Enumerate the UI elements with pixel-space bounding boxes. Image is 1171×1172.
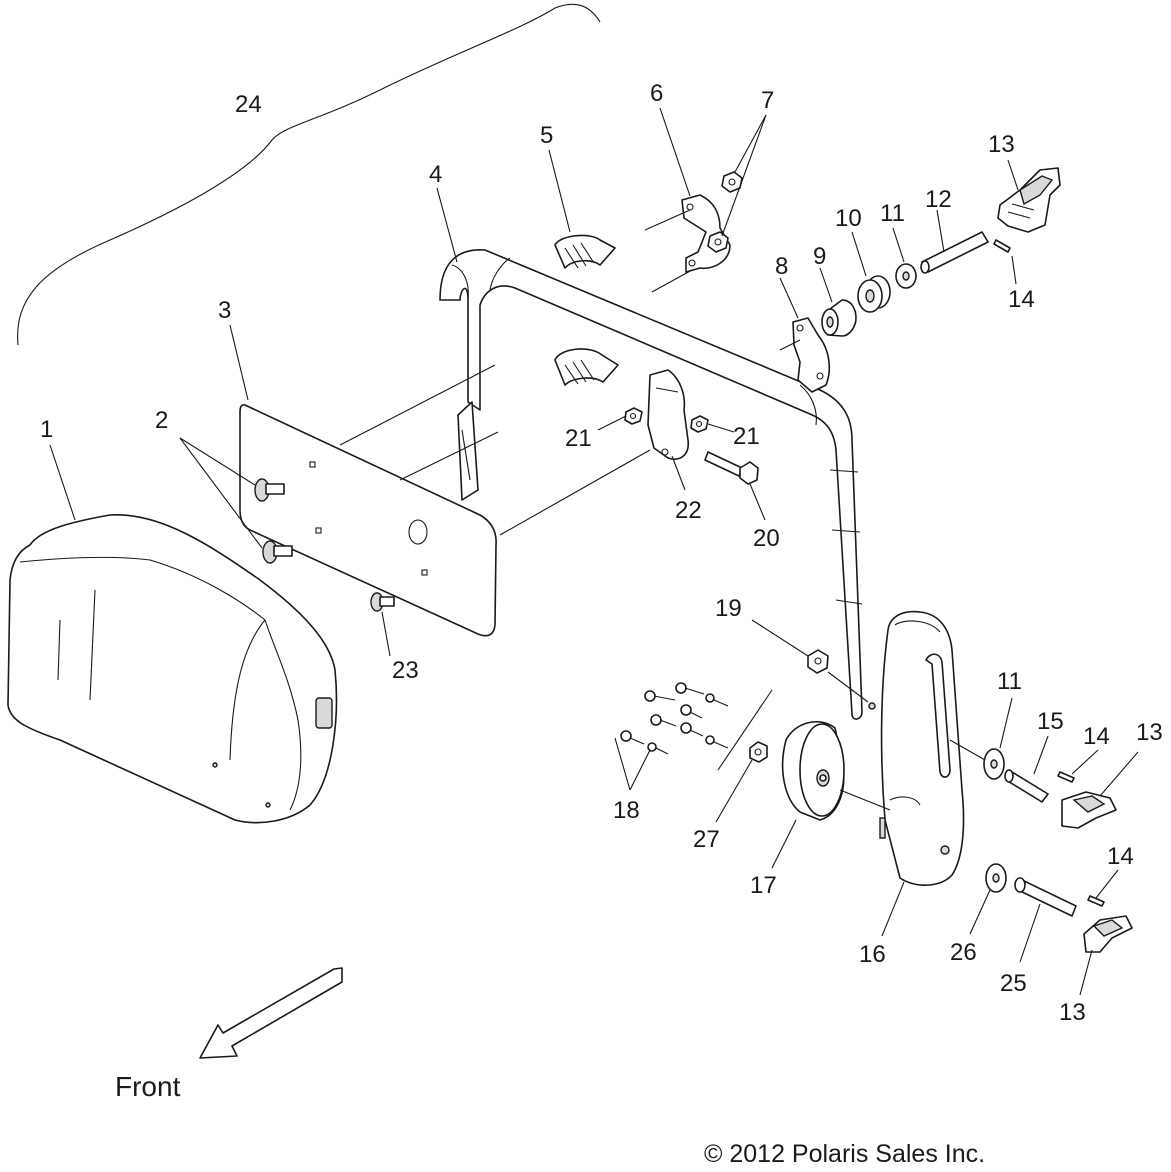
latch-13-upper bbox=[997, 167, 1061, 233]
pin-25 bbox=[1014, 877, 1077, 917]
callout-6: 6 bbox=[650, 80, 663, 107]
clip-14-upper bbox=[993, 239, 1011, 253]
nut-21-right bbox=[690, 415, 709, 433]
front-direction-arrow bbox=[199, 967, 343, 1059]
callout-13-lower: 13 bbox=[1059, 999, 1086, 1026]
callout-14-lower: 14 bbox=[1107, 843, 1134, 870]
callout-4: 4 bbox=[429, 161, 442, 188]
callout-12: 12 bbox=[925, 186, 952, 213]
callout-15: 15 bbox=[1037, 708, 1064, 735]
plate-fastener-upper bbox=[254, 478, 285, 502]
callout-7: 7 bbox=[761, 87, 774, 114]
clip-14-lower bbox=[1087, 895, 1105, 907]
side-support-cover bbox=[879, 610, 965, 886]
clip-14-middle bbox=[1057, 771, 1075, 783]
copyright-text: © 2012 Polaris Sales Inc. bbox=[704, 1140, 985, 1168]
callout-5: 5 bbox=[540, 122, 553, 149]
callout-1: 1 bbox=[40, 416, 53, 443]
front-label: Front bbox=[115, 1071, 181, 1102]
plate-fastener-23 bbox=[370, 592, 395, 612]
callout-27: 27 bbox=[693, 826, 720, 853]
callout-24: 24 bbox=[235, 91, 262, 118]
clamp-half-lower bbox=[554, 348, 619, 386]
leader-lines bbox=[49, 107, 1139, 996]
bushing-10 bbox=[857, 275, 891, 313]
side-bracket bbox=[792, 317, 831, 393]
callout-11-upper: 11 bbox=[880, 200, 905, 227]
callout-19: 19 bbox=[715, 595, 742, 622]
plate-fastener-lower bbox=[262, 540, 293, 564]
clamp-bracket-22 bbox=[647, 369, 690, 460]
pin-12 bbox=[920, 231, 989, 274]
pin-15 bbox=[1004, 769, 1049, 803]
callout-14-upper: 14 bbox=[1008, 286, 1035, 313]
callout-18: 18 bbox=[613, 797, 640, 824]
callout-21-left: 21 bbox=[565, 425, 592, 452]
seat-back-cushion bbox=[7, 514, 338, 824]
clamp-half-upper bbox=[554, 234, 616, 269]
spacer-9 bbox=[821, 299, 857, 337]
nut-19 bbox=[807, 649, 829, 674]
bolt-20 bbox=[704, 451, 759, 485]
callout-26: 26 bbox=[950, 939, 977, 966]
callout-20: 20 bbox=[753, 525, 780, 552]
callout-13-upper: 13 bbox=[988, 131, 1015, 158]
upper-bracket bbox=[681, 194, 731, 273]
callout-21-right: 21 bbox=[733, 423, 760, 450]
latch-13-middle bbox=[1061, 791, 1117, 829]
wheel-17 bbox=[781, 720, 845, 821]
callout-10: 10 bbox=[835, 205, 862, 232]
fastener-set-18 bbox=[620, 682, 729, 755]
mounting-plate bbox=[239, 403, 497, 637]
callout-22: 22 bbox=[675, 497, 702, 524]
callout-13-middle: 13 bbox=[1136, 719, 1163, 746]
assembly-brace-24 bbox=[17, 3, 601, 346]
washer-11-upper bbox=[895, 263, 917, 289]
washer-11-lower bbox=[983, 748, 1005, 780]
callout-3: 3 bbox=[218, 297, 231, 324]
latch-13-lower bbox=[1083, 915, 1133, 953]
callout-14-middle: 14 bbox=[1083, 723, 1110, 750]
washer-26 bbox=[985, 863, 1007, 893]
callout-9: 9 bbox=[813, 243, 826, 270]
callout-8: 8 bbox=[775, 253, 788, 280]
nut-27 bbox=[749, 741, 768, 763]
nut-21-left bbox=[624, 407, 643, 425]
callout-11-lower: 11 bbox=[997, 668, 1022, 695]
grab-bar bbox=[439, 249, 876, 720]
callout-25: 25 bbox=[1000, 970, 1027, 997]
callout-2: 2 bbox=[155, 407, 168, 434]
nut-7-lower bbox=[707, 231, 729, 253]
callout-23: 23 bbox=[392, 657, 419, 684]
callout-17: 17 bbox=[750, 872, 777, 899]
callout-16: 16 bbox=[859, 941, 886, 968]
